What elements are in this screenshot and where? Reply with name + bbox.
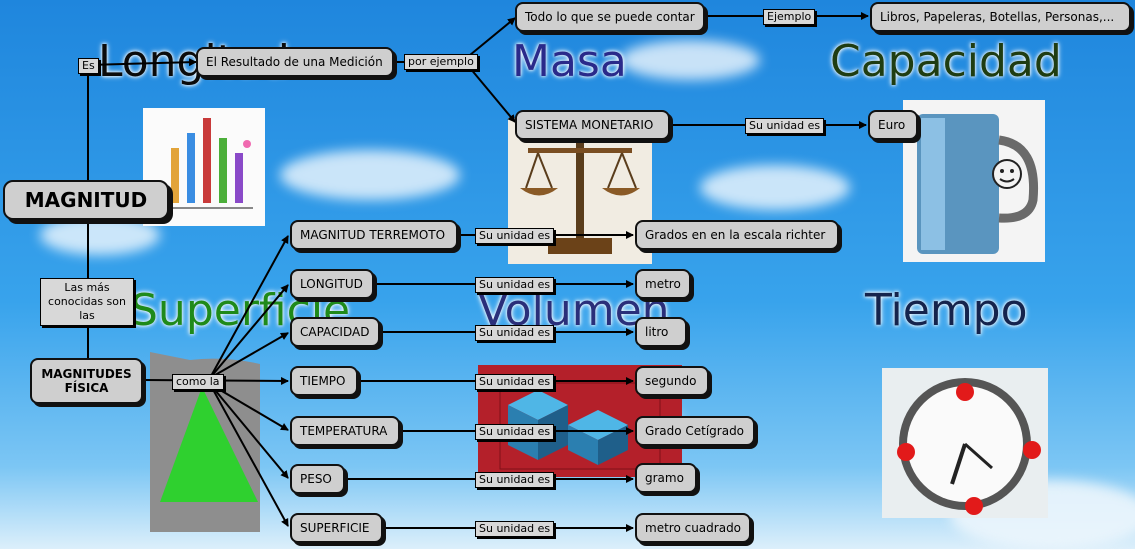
- link-label-su-unidad-temperatura: Su unidad es: [475, 424, 555, 440]
- link-label-por-ejemplo: por ejemplo: [404, 54, 478, 70]
- measuring-jug-illustration: [903, 100, 1045, 262]
- bg-word-masa: Masa: [512, 36, 627, 87]
- node-longitud[interactable]: LONGITUD: [290, 269, 374, 299]
- link-label-su-unidad-monetario: Su unidad es: [745, 118, 825, 134]
- link-label-su-unidad-terremoto: Su unidad es: [475, 228, 555, 244]
- link-label-conocidas: Las más conocidas son las: [40, 278, 134, 326]
- node-magnitudes-fisica[interactable]: MAGNITUDES FÍSICA: [30, 358, 143, 404]
- link-label-su-unidad-peso: Su unidad es: [475, 472, 555, 488]
- cloud: [700, 165, 850, 210]
- bg-word-capacidad: Capacidad: [830, 36, 1062, 87]
- node-euro[interactable]: Euro: [868, 110, 918, 140]
- node-temperatura[interactable]: TEMPERATURA: [290, 416, 400, 446]
- node-segundo[interactable]: segundo: [635, 366, 709, 396]
- link-label-es: Es: [78, 58, 99, 74]
- node-grados-richter[interactable]: Grados en en la escala richter: [635, 220, 839, 250]
- node-capacidad[interactable]: CAPACIDAD: [290, 317, 380, 347]
- link-label-su-unidad-longitud: Su unidad es: [475, 277, 555, 293]
- node-magnitud[interactable]: MAGNITUD: [3, 180, 169, 220]
- link-label-su-unidad-tiempo: Su unidad es: [475, 374, 555, 390]
- link-label-como-la: como la: [172, 374, 224, 390]
- node-peso[interactable]: PESO: [290, 464, 345, 494]
- bg-word-tiempo: Tiempo: [865, 285, 1028, 336]
- link-label-ejemplo: Ejemplo: [763, 9, 816, 25]
- node-resultado-medicion[interactable]: El Resultado de una Medición: [196, 47, 394, 77]
- node-superficie[interactable]: SUPERFICIE: [290, 513, 383, 543]
- node-ejemplos-libros[interactable]: Libros, Papeleras, Botellas, Personas,..…: [870, 2, 1131, 32]
- node-tiempo[interactable]: TIEMPO: [290, 366, 358, 396]
- cloud: [280, 150, 460, 200]
- clock-illustration: [882, 368, 1048, 518]
- node-magnitud-terremoto[interactable]: MAGNITUD TERREMOTO: [290, 220, 458, 250]
- cloud: [40, 215, 160, 255]
- node-gramo[interactable]: gramo: [635, 463, 697, 493]
- link-label-su-unidad-capacidad: Su unidad es: [475, 325, 555, 341]
- node-metro[interactable]: metro: [635, 269, 691, 299]
- cloud: [620, 40, 760, 80]
- node-sistema-monetario[interactable]: SISTEMA MONETARIO: [515, 110, 670, 140]
- node-litro[interactable]: litro: [635, 317, 687, 347]
- node-grado-centigrado[interactable]: Grado Cetígrado: [635, 416, 755, 446]
- node-metro-cuadrado[interactable]: metro cuadrado: [635, 513, 751, 543]
- node-todo-contar[interactable]: Todo lo que se puede contar: [515, 2, 705, 32]
- link-label-su-unidad-superficie: Su unidad es: [475, 521, 555, 537]
